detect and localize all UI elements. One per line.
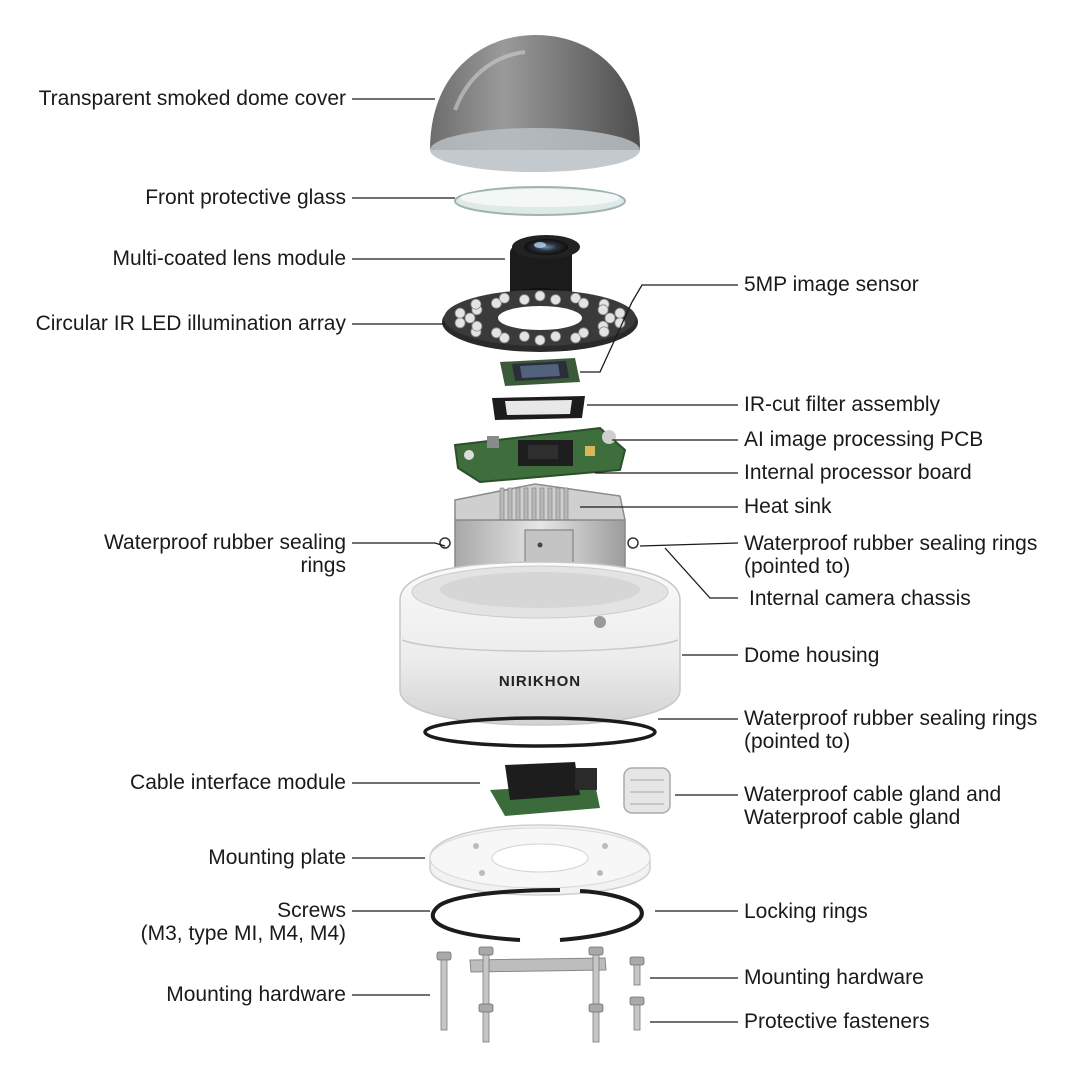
ir-led: [578, 297, 589, 309]
lower-sealing-ring: [423, 716, 657, 748]
bolt: [436, 951, 452, 1031]
label-ai-pcb: AI image processing PCB: [744, 428, 984, 451]
ir-led: [519, 330, 530, 342]
leader-lines: [352, 98, 739, 1023]
heat-sink-fins: [499, 487, 569, 523]
ir-led: [604, 312, 616, 324]
ir-led-set: [454, 290, 626, 346]
label-dome-housing: Dome housing: [744, 644, 880, 667]
label-processor-board: Internal processor board: [744, 461, 972, 484]
heat-sink-fin: [563, 487, 569, 523]
label-protective-fasteners: Protective fasteners: [744, 1010, 930, 1033]
bolt: [629, 956, 645, 986]
ir-led: [454, 317, 466, 329]
label-mounting-hardware-left: Mounting hardware: [166, 983, 346, 1006]
ir-led: [519, 294, 530, 306]
bolt: [588, 946, 604, 1006]
bolt: [588, 1003, 604, 1043]
brand-logo-text: NIRIKHON: [499, 673, 581, 690]
ir-led: [498, 292, 510, 304]
heat-sink-fin: [539, 487, 545, 523]
heat-sink-fin: [515, 487, 521, 523]
heat-sink-fin: [523, 487, 529, 523]
label-screws: Screws(M3, type MI, M4, M4): [140, 899, 346, 945]
label-lens-module: Multi-coated lens module: [112, 247, 346, 270]
ir-led: [534, 334, 546, 346]
dome-cover-part: [430, 35, 640, 172]
ir-led: [597, 304, 609, 316]
bolt-set: [436, 946, 645, 1043]
label-mounting-plate: Mounting plate: [208, 846, 346, 869]
ir-led: [570, 292, 581, 304]
ir-led: [464, 312, 476, 324]
ir-led: [471, 320, 483, 332]
label-heat-sink: Heat sink: [744, 495, 832, 518]
label-locking-rings: Locking rings: [744, 900, 868, 923]
ir-led: [470, 298, 482, 310]
heat-sink-fin: [507, 487, 513, 523]
label-dome-cover: Transparent smoked dome cover: [38, 87, 346, 110]
bolt: [478, 946, 494, 1006]
ir-led-ring-part: [442, 290, 638, 352]
label-sealing-rings-lower: Waterproof rubber sealing rings(pointed …: [744, 707, 1038, 753]
label-sealing-rings-upper: Waterproof rubber sealing rings(pointed …: [744, 532, 1038, 578]
mounting-plate-part: [429, 824, 651, 896]
heat-sink-fin: [547, 487, 553, 523]
front-glass-part: [454, 186, 626, 216]
label-ir-led-array: Circular IR LED illumination array: [35, 312, 346, 335]
label-image-sensor: 5MP image sensor: [744, 273, 919, 296]
ir-led: [550, 294, 561, 306]
ir-led: [598, 326, 610, 338]
cable-interface-part: [490, 762, 600, 816]
dome-housing-part: NIRIKHON: [399, 561, 681, 726]
label-front-glass: Front protective glass: [145, 186, 346, 209]
pcb-part: [453, 426, 627, 484]
label-ir-cut-filter: IR-cut filter assembly: [744, 393, 941, 416]
bolt: [629, 996, 645, 1031]
ir-led: [570, 332, 581, 344]
cable-gland-part: [623, 767, 671, 814]
heat-sink-fin: [531, 487, 537, 523]
label-camera-chassis: Internal camera chassis: [749, 587, 971, 610]
ir-led: [550, 330, 561, 342]
hardware-part: [436, 946, 645, 1043]
bolt: [478, 1003, 494, 1043]
heat-sink-fin: [499, 487, 505, 523]
ir-led: [498, 332, 510, 344]
ir-led: [490, 327, 502, 339]
label-cable-interface: Cable interface module: [130, 771, 346, 794]
ir-cut-filter-part: [492, 396, 585, 420]
ir-led: [614, 307, 626, 319]
ir-led: [490, 297, 502, 309]
heat-sink-fin: [555, 487, 561, 523]
ir-led: [454, 307, 466, 319]
ir-led: [534, 290, 546, 302]
image-sensor-part: [500, 358, 580, 386]
locking-ring-part: [430, 888, 644, 942]
label-mounting-hardware-right: Mounting hardware: [744, 966, 924, 989]
ir-led: [578, 327, 589, 339]
